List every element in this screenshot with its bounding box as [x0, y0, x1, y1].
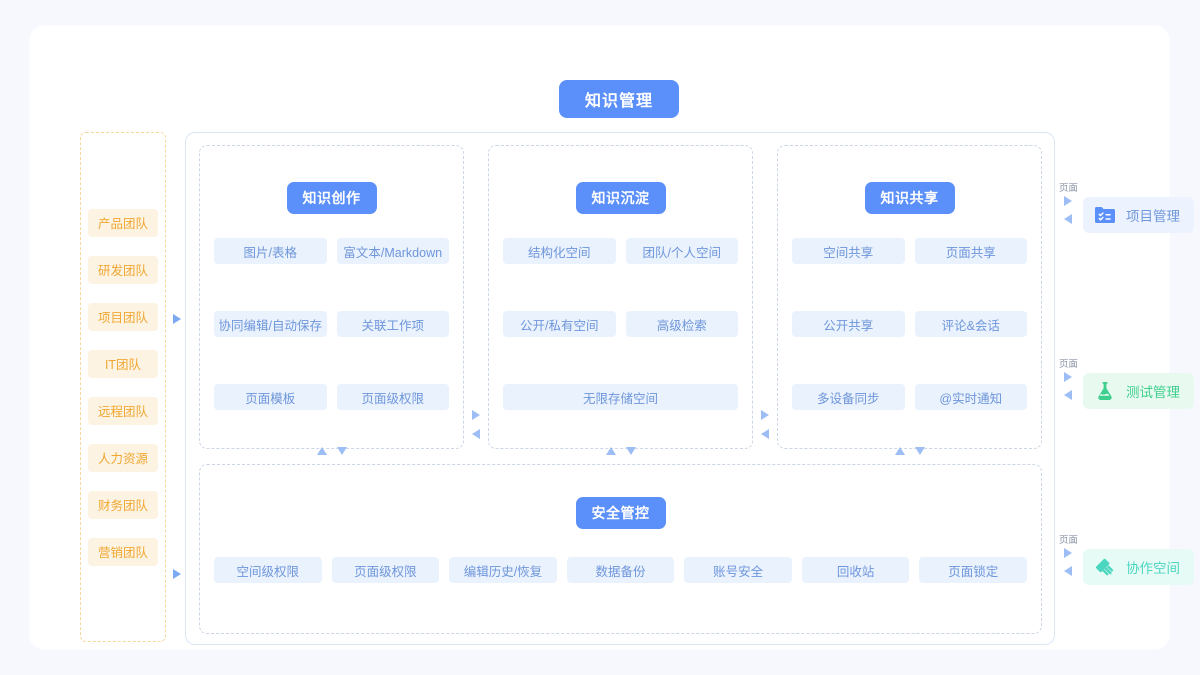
- chip-account-security[interactable]: 账号安全: [684, 557, 792, 583]
- arrow-left-icon: [1064, 566, 1072, 576]
- arrow-right-icon: [1064, 548, 1072, 558]
- chip-richtext-markdown[interactable]: 富文本/Markdown: [336, 238, 449, 264]
- connector-arrows-col2-col3: [759, 410, 771, 439]
- panel-title-knowledge-sharing: 知识共享: [864, 182, 955, 214]
- chip-realtime-mention-notify[interactable]: @实时通知: [914, 384, 1027, 410]
- module-project-management[interactable]: 项目管理: [1083, 197, 1194, 233]
- connector-arrow-pair: [1064, 548, 1072, 576]
- connector-arrow-pair: [1064, 196, 1072, 224]
- chip-page-lock[interactable]: 页面锁定: [919, 557, 1028, 583]
- chip-page-sharing[interactable]: 页面共享: [914, 238, 1027, 264]
- sidebar-item-hr[interactable]: 人力资源: [88, 443, 158, 472]
- arrow-down-icon: [626, 447, 636, 455]
- chip-space-level-permission[interactable]: 空间级权限: [214, 557, 322, 583]
- module-label: 项目管理: [1126, 209, 1180, 224]
- sidebar-item-remote-team[interactable]: 远程团队: [88, 396, 158, 425]
- knowledge-management-frame: 知识创作 图片/表格 富文本/Markdown 协同编辑/自动保存 关联工作项 …: [185, 132, 1055, 645]
- chip-advanced-search[interactable]: 高级检索: [625, 311, 738, 337]
- arrow-right-icon: [1064, 196, 1072, 206]
- sidebar-item-project-team[interactable]: 项目团队: [88, 302, 158, 331]
- chip-recycle-bin[interactable]: 回收站: [801, 557, 910, 583]
- chip-space-sharing[interactable]: 空间共享: [792, 238, 905, 264]
- panel-rows: 空间共享 页面共享 公开共享 评论&会话 多设备同步 @实时通知: [792, 238, 1027, 410]
- chip-image-table[interactable]: 图片/表格: [214, 238, 327, 264]
- arrow-right-icon: [173, 314, 181, 324]
- page-title: 知识管理: [559, 80, 679, 118]
- chip-comments-conversation[interactable]: 评论&会话: [914, 311, 1027, 337]
- module-test-management[interactable]: 测试管理: [1083, 373, 1194, 409]
- chip-row: 无限存储空间: [503, 384, 738, 410]
- checklist-folder-icon: [1093, 203, 1117, 227]
- security-chip-row: 空间级权限 页面级权限 编辑历史/恢复 数据备份 账号安全 回收站 页面锁定: [214, 557, 1028, 583]
- arrow-left-icon: [472, 429, 480, 439]
- arrow-right-icon: [761, 410, 769, 420]
- connector-collaboration-space: 页面: [1058, 535, 1082, 576]
- arrow-up-icon: [895, 447, 905, 455]
- connector-label: 页面: [1059, 535, 1079, 546]
- chip-collaborative-edit-autosave[interactable]: 协同编辑/自动保存: [214, 311, 327, 337]
- chip-public-private-space[interactable]: 公开/私有空间: [503, 311, 616, 337]
- chip-row: 多设备同步 @实时通知: [792, 384, 1027, 410]
- panel-title-knowledge-precipitation: 知识沉淀: [575, 182, 666, 214]
- module-label: 测试管理: [1126, 385, 1180, 400]
- chip-multi-device-sync[interactable]: 多设备同步: [792, 384, 905, 410]
- panel-rows: 结构化空间 团队/个人空间 公开/私有空间 高级检索 无限存储空间: [503, 238, 738, 410]
- flask-icon: [1093, 379, 1117, 403]
- chip-team-personal-space[interactable]: 团队/个人空间: [625, 238, 738, 264]
- arrow-down-icon: [915, 447, 925, 455]
- module-label: 协作空间: [1126, 561, 1180, 576]
- sidebar-item-it-team[interactable]: IT团队: [88, 349, 158, 378]
- arrow-up-icon: [606, 447, 616, 455]
- chip-page-level-permission[interactable]: 页面级权限: [336, 384, 449, 410]
- arrow-left-icon: [761, 429, 769, 439]
- arrow-down-icon: [337, 447, 347, 455]
- panel-knowledge-precipitation: 知识沉淀 结构化空间 团队/个人空间 公开/私有空间 高级检索 无限存储空间: [488, 145, 753, 449]
- chip-unlimited-storage[interactable]: 无限存储空间: [503, 384, 738, 410]
- chip-page-level-permission[interactable]: 页面级权限: [331, 557, 440, 583]
- chip-row: 结构化空间 团队/个人空间: [503, 238, 738, 264]
- sidebar-item-finance-team[interactable]: 财务团队: [88, 490, 158, 519]
- panel-rows: 图片/表格 富文本/Markdown 协同编辑/自动保存 关联工作项 页面模板 …: [214, 238, 449, 410]
- sidebar-item-rd-team[interactable]: 研发团队: [88, 255, 158, 284]
- panel-knowledge-creation: 知识创作 图片/表格 富文本/Markdown 协同编辑/自动保存 关联工作项 …: [199, 145, 464, 449]
- chip-row: 页面模板 页面级权限: [214, 384, 449, 410]
- connector-arrows-col1-col2: [470, 410, 482, 439]
- sidebar-item-product-team[interactable]: 产品团队: [88, 208, 158, 237]
- handshake-icon: [1093, 555, 1117, 579]
- chip-row: 图片/表格 富文本/Markdown: [214, 238, 449, 264]
- team-sidebar: 产品团队 研发团队 项目团队 IT团队 远程团队 人力资源 财务团队 营销团队: [80, 132, 166, 642]
- connector-arrows-col3-security: [895, 447, 925, 455]
- arrow-right-icon: [1064, 372, 1072, 382]
- arrow-right-icon: [472, 410, 480, 420]
- arrow-up-icon: [317, 447, 327, 455]
- chip-linked-work-item[interactable]: 关联工作项: [336, 311, 449, 337]
- connector-arrow-pair: [1064, 372, 1072, 400]
- arrow-left-icon: [1064, 390, 1072, 400]
- chip-edit-history-restore[interactable]: 编辑历史/恢复: [449, 557, 557, 583]
- connector-test-management: 页面: [1058, 359, 1082, 400]
- connector-arrows-col1-security: [317, 447, 347, 455]
- panel-knowledge-sharing: 知识共享 空间共享 页面共享 公开共享 评论&会话 多设备同步 @实时通知: [777, 145, 1042, 449]
- chip-data-backup[interactable]: 数据备份: [566, 557, 675, 583]
- arrow-left-icon: [1064, 214, 1072, 224]
- chip-row: 空间共享 页面共享: [792, 238, 1027, 264]
- chip-public-sharing[interactable]: 公开共享: [792, 311, 905, 337]
- chip-page-template[interactable]: 页面模板: [214, 384, 327, 410]
- chip-row: 协同编辑/自动保存 关联工作项: [214, 311, 449, 337]
- connector-label: 页面: [1059, 359, 1079, 370]
- chip-row: 公开共享 评论&会话: [792, 311, 1027, 337]
- panel-security-control: 安全管控 空间级权限 页面级权限 编辑历史/恢复 数据备份 账号安全 回收站 页…: [199, 464, 1042, 634]
- panel-title-security-control: 安全管控: [575, 497, 666, 529]
- arrow-right-icon: [173, 569, 181, 579]
- connector-arrows-col2-security: [606, 447, 636, 455]
- connector-project-management: 页面: [1058, 183, 1082, 224]
- sidebar-item-marketing-team[interactable]: 营销团队: [88, 537, 158, 566]
- connector-label: 页面: [1059, 183, 1079, 194]
- chip-row: 公开/私有空间 高级检索: [503, 311, 738, 337]
- panel-title-knowledge-creation: 知识创作: [286, 182, 377, 214]
- diagram-canvas: 知识管理 产品团队 研发团队 项目团队 IT团队 远程团队 人力资源 财务团队 …: [30, 26, 1194, 649]
- chip-structured-space[interactable]: 结构化空间: [503, 238, 616, 264]
- module-collaboration-space[interactable]: 协作空间: [1083, 549, 1194, 585]
